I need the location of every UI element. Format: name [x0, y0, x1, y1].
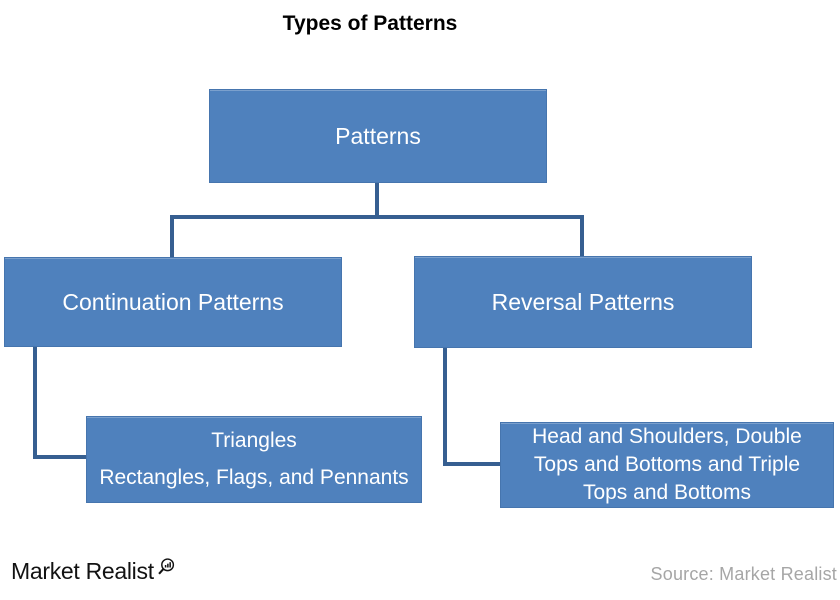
- market-realist-logo: Market Realist: [11, 556, 175, 586]
- node-reversal-examples-line-3: Tops and Bottoms: [582, 481, 752, 504]
- magnifier-bar-chart-icon: [156, 557, 175, 583]
- node-reversal-examples: Head and Shoulders, Double Tops and Bott…: [500, 422, 834, 508]
- source-attribution: Source: Market Realist: [650, 564, 837, 584]
- connector-left-drop: [170, 215, 174, 257]
- node-continuation-examples-line-1: Triangles: [211, 429, 297, 452]
- connector-root-stub: [375, 183, 379, 217]
- node-continuation-examples: Triangles Rectangles, Flags, and Pennant…: [86, 416, 422, 503]
- page-title: Types of Patterns: [282, 12, 458, 35]
- connector-horizontal-bar: [170, 215, 584, 219]
- connector-continuation-elbow-vertical: [33, 347, 37, 459]
- node-reversal-patterns-label: Reversal Patterns: [491, 288, 675, 315]
- connector-right-drop: [580, 215, 584, 256]
- node-continuation-patterns: Continuation Patterns: [4, 257, 342, 347]
- node-continuation-patterns-label: Continuation Patterns: [62, 288, 284, 315]
- node-reversal-examples-line-1: Head and Shoulders, Double: [532, 425, 802, 448]
- connector-reversal-elbow-vertical: [443, 348, 447, 466]
- node-patterns: Patterns: [209, 89, 547, 183]
- node-continuation-examples-line-2: Rectangles, Flags, and Pennants: [99, 466, 409, 489]
- connector-reversal-elbow-horizontal: [443, 462, 500, 466]
- node-reversal-examples-line-2: Tops and Bottoms and Triple: [533, 453, 801, 476]
- market-realist-logo-text: Market Realist: [11, 558, 154, 584]
- connector-continuation-elbow-horizontal: [33, 455, 86, 459]
- node-patterns-label: Patterns: [335, 122, 421, 149]
- node-reversal-patterns: Reversal Patterns: [414, 256, 752, 348]
